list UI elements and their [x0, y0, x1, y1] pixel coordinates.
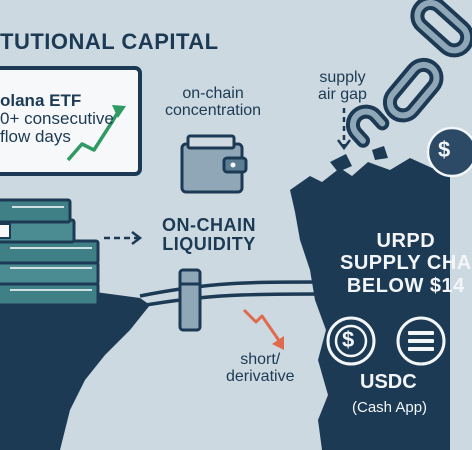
- arrow-right-icon: [104, 231, 143, 245]
- supply-air-gap-label: supply air gap: [318, 69, 367, 103]
- dollar-sign-glyph-top: $: [438, 137, 451, 162]
- right-cliff: [290, 158, 450, 450]
- crumbling-rock: [330, 154, 352, 172]
- onchain-concentration-label: on-chain concentration: [165, 85, 262, 119]
- urpd-supply-label: URPD SUPPLY CHA BELOW $14: [340, 230, 472, 297]
- bridge-upper-rail: [139, 280, 321, 298]
- trend-up-icon: [66, 105, 126, 162]
- wallet-icon: [180, 134, 248, 194]
- dollar-coin-icon: [326, 316, 376, 366]
- dollar-coin-icon: [426, 126, 472, 178]
- page-title: TUTIONAL CAPITAL: [0, 29, 219, 54]
- bridge-lower-rail: [139, 292, 321, 308]
- etf-card: [0, 66, 142, 176]
- solana-coin-icon: [396, 316, 446, 366]
- etf-card-subtitle: 0+ consecutive: [0, 109, 114, 128]
- arrow-down-icon: [337, 108, 351, 151]
- cash-app-label: (Cash App): [352, 399, 428, 416]
- crumbling-rock: [372, 146, 388, 160]
- money-stack-icon: [0, 198, 100, 307]
- usdc-label: USDC: [360, 371, 417, 393]
- short-derivative-label: short/ derivative: [226, 351, 295, 385]
- etf-card-subtitle-2: flow days: [0, 127, 71, 146]
- bridge-post: [178, 268, 202, 332]
- chain-icon: [345, 0, 472, 148]
- left-cliff: [0, 292, 150, 450]
- etf-card-title: olana ETF: [0, 91, 82, 110]
- dollar-sign-glyph: $: [342, 327, 355, 352]
- onchain-liquidity-label: ON-CHAIN LIQUIDITY: [162, 215, 256, 254]
- trend-down-arrow-icon: [242, 308, 284, 350]
